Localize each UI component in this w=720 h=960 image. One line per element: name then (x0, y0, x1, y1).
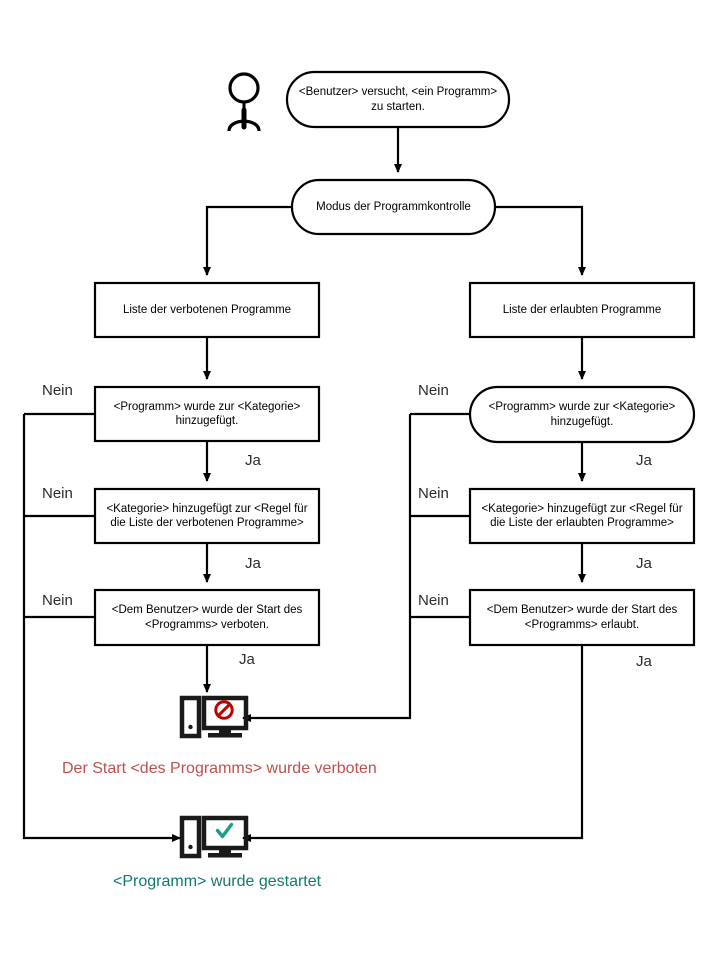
edge-label-ja-left-2: Ja (245, 555, 261, 572)
edge-rightuser-to-allowed (242, 645, 584, 842)
node-allowlist-shape (468, 281, 696, 339)
edge-label-ja-left-1: Ja (245, 452, 261, 469)
edge-label-ja-right-1: Ja (636, 452, 652, 469)
edge-label-nein-left-3: Nein (42, 592, 73, 609)
edge-nein-left-rail (22, 414, 181, 842)
edge-mode-to-allowlist (495, 205, 586, 276)
computer-denied-icon (179, 695, 249, 739)
node-left-user-shape (93, 588, 321, 647)
edge-label-ja-right-3: Ja (636, 653, 652, 670)
computer-allowed-icon (179, 815, 249, 859)
outcome-denied-label: Der Start <des Programms> wurde verboten (62, 760, 377, 777)
node-mode-shape (290, 178, 497, 236)
edge-mode-to-denylist (203, 205, 292, 276)
node-denylist-shape (93, 281, 321, 339)
node-right-rule-shape (468, 487, 696, 545)
edge-label-nein-right-3: Nein (418, 592, 449, 609)
edge-label-ja-right-2: Ja (636, 555, 652, 572)
edge-nein-right-rail (242, 414, 412, 722)
node-right-user-shape (468, 588, 696, 647)
edge-label-nein-right-2: Nein (418, 485, 449, 502)
edge-label-nein-right-1: Nein (418, 382, 449, 399)
node-left-rule-shape (93, 487, 321, 545)
node-left-cat-shape (93, 385, 321, 443)
node-start-shape (285, 70, 511, 129)
edge-label-ja-left-3: Ja (239, 651, 255, 668)
node-right-cat-shape (468, 385, 696, 444)
edge-label-nein-left-2: Nein (42, 485, 73, 502)
user-actor-icon (227, 72, 261, 132)
edge-label-nein-left-1: Nein (42, 382, 73, 399)
outcome-allowed-label: <Programm> wurde gestartet (113, 873, 322, 890)
